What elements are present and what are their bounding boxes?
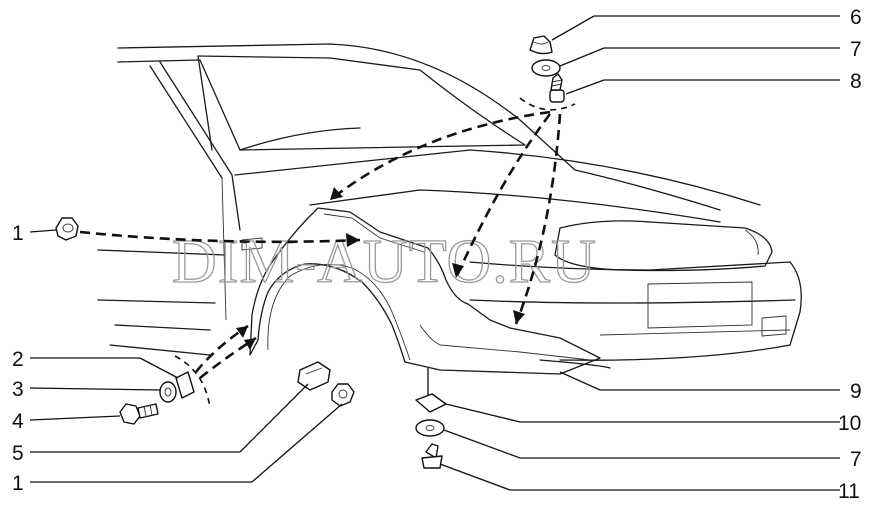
plug-part-6 <box>529 35 553 55</box>
callout-9: 9 <box>850 380 862 403</box>
nut-part-1-upper <box>55 217 79 241</box>
callout-3: 3 <box>12 378 24 401</box>
screw-part-11 <box>421 443 443 469</box>
assembly-arrows <box>79 97 576 409</box>
callout-10: 10 <box>838 412 861 435</box>
callout-8: 8 <box>850 70 862 93</box>
callout-7-lower: 7 <box>850 448 862 471</box>
clip-part-2 <box>175 371 195 399</box>
screw-part-8 <box>549 73 565 103</box>
bolt-part-4 <box>119 403 159 425</box>
watermark-text: DIM-AUTO.RU <box>172 228 597 296</box>
callout-5: 5 <box>12 442 24 465</box>
callout-labels-right: 6 7 8 9 10 7 11 <box>838 6 862 503</box>
leader-lines <box>29 15 840 491</box>
washer-part-3 <box>159 381 177 403</box>
callout-labels-left: 1 2 3 4 5 1 <box>12 222 24 495</box>
callout-6: 6 <box>850 6 862 29</box>
callout-11: 11 <box>838 480 860 503</box>
callout-4: 4 <box>12 410 24 433</box>
clip-part-10 <box>415 393 447 413</box>
washer-part-7-lower <box>415 419 445 437</box>
callout-7-upper: 7 <box>850 38 862 61</box>
bracket-part-5 <box>297 361 331 391</box>
car-body-outline <box>97 43 802 369</box>
callout-1-lower: 1 <box>12 472 24 495</box>
fender-liner <box>241 207 601 375</box>
callout-1-upper: 1 <box>12 222 24 245</box>
washer-part-7-upper <box>531 59 561 77</box>
nut-part-1-lower <box>331 383 355 407</box>
callout-2: 2 <box>12 348 24 371</box>
